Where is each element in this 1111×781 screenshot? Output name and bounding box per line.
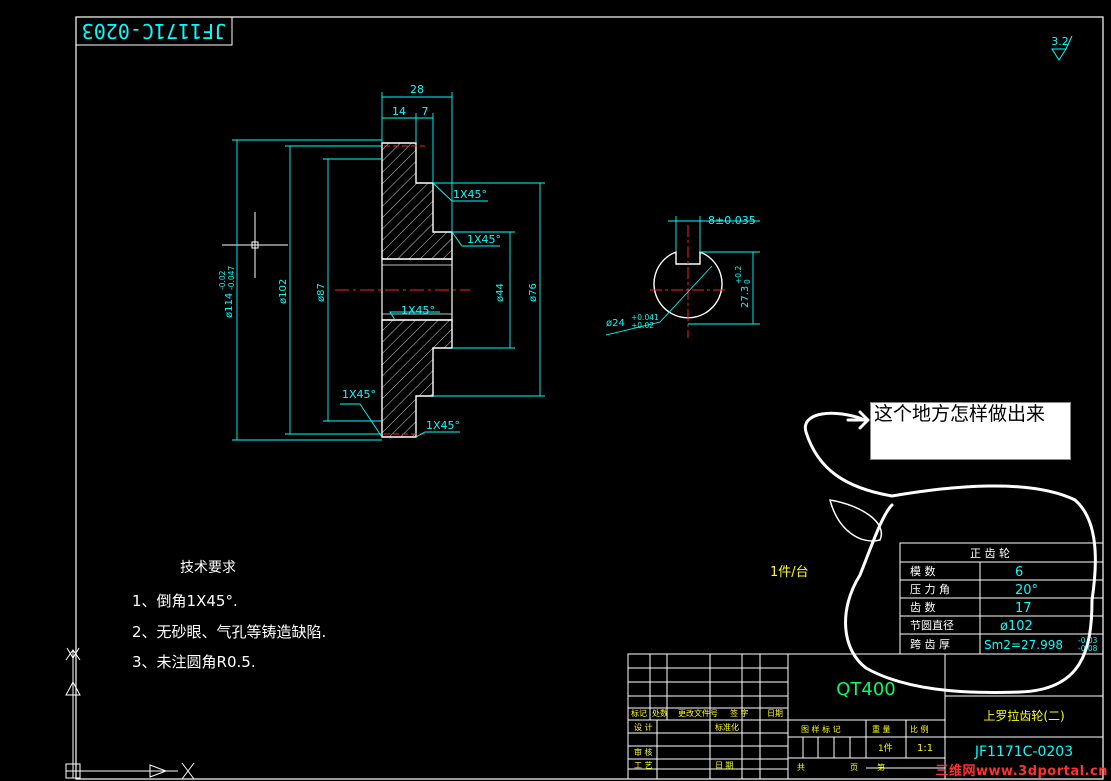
tech-requirements-title: 技术要求 bbox=[180, 560, 236, 576]
title-row-label-date: 日期 bbox=[767, 709, 783, 718]
title-stage-mark: 图 样 标 记 bbox=[801, 724, 841, 734]
ucs-axis-icon bbox=[65, 647, 195, 780]
hand-drawn-annotation bbox=[803, 410, 1097, 694]
title-scale: 1:1 bbox=[917, 743, 933, 754]
gear-row-label-span: 跨 齿 厚 bbox=[910, 638, 950, 651]
upper-section-hatch bbox=[381, 142, 453, 260]
title-scale-label: 比 例 bbox=[910, 724, 929, 734]
title-designer: 设 计 bbox=[634, 722, 653, 732]
gear-row-tol-lower: -0.08 bbox=[1078, 644, 1098, 653]
dim-dia44: ø44 bbox=[495, 283, 506, 302]
title-sheet: 页 bbox=[850, 763, 858, 772]
dim-dia114-tol-lower: -0.047 bbox=[227, 266, 236, 290]
dim-keyway-tol-upper: +0.2 bbox=[734, 266, 743, 284]
dim-bore-dia: ø24 bbox=[606, 318, 625, 329]
dim-dia87: ø87 bbox=[316, 283, 327, 302]
roughness-value: 3.2 bbox=[1051, 35, 1069, 48]
title-row-label-sign: 签 字 bbox=[730, 708, 749, 718]
title-date: 日 期 bbox=[715, 761, 734, 770]
keyway-section-view: 8±0.035 ø24 +0.041 +0.02 27.3 +0.2 0 bbox=[605, 214, 760, 338]
gear-table-title: 正 齿 轮 bbox=[970, 546, 1010, 560]
dimension-lines bbox=[232, 92, 545, 441]
dim-bore-tol-upper: +0.041 bbox=[631, 313, 659, 322]
title-row-label-mark: 标记 bbox=[631, 708, 647, 718]
gear-row-value-span: Sm2=27.998 bbox=[984, 638, 1063, 652]
hand-drawn-loop bbox=[803, 411, 1097, 694]
quantity-note: 1件/台 bbox=[770, 565, 809, 580]
gear-row-label-module: 模 数 bbox=[910, 565, 936, 578]
dim-dia114-tol-upper: -0.02 bbox=[218, 270, 227, 290]
title-standardize: 标准化 bbox=[715, 722, 739, 732]
gear-row-value-pressure-angle: 20° bbox=[1015, 583, 1038, 598]
drawing-number-box: JF1171C-0203 bbox=[75, 16, 233, 46]
title-drawing-no: JF1171C-0203 bbox=[974, 744, 1073, 760]
hand-drawn-leaf bbox=[829, 499, 883, 542]
title-checker: 审 核 bbox=[634, 747, 653, 757]
title-row-label-change-doc: 更改文件号 bbox=[678, 708, 718, 718]
hand-drawn-arrow bbox=[846, 410, 870, 430]
gear-row-label-pressure-angle: 压 力 角 bbox=[910, 583, 950, 596]
dim-chamfer-3: 1X45° bbox=[401, 304, 435, 317]
title-row-label-count: 处数 bbox=[652, 708, 668, 718]
gear-row-label-teeth: 齿 数 bbox=[910, 601, 936, 614]
dim-14: 14 bbox=[392, 105, 406, 118]
bore-outline bbox=[653, 250, 723, 319]
gear-row-value-module: 6 bbox=[1015, 565, 1023, 580]
title-block: QT400 上罗拉齿轮(二) JF1171C-0203 标记 处数 更改文件号 … bbox=[627, 653, 1104, 780]
drawing-number-box-text: JF1171C-0203 bbox=[82, 19, 227, 43]
dim-chamfer-5: 1X45° bbox=[426, 419, 460, 432]
dimension-texts: 28 14 7 1X45° 1X45° 1X45° 1X45° 1X45° ø1… bbox=[218, 83, 539, 432]
dim-chamfer-1: 1X45° bbox=[453, 188, 487, 201]
dim-dia114: ø114 bbox=[224, 293, 235, 318]
tech-requirement-3: 3、未注圆角R0.5. bbox=[132, 653, 256, 671]
title-qty: 1件 bbox=[878, 742, 893, 754]
gear-section-view bbox=[222, 142, 470, 438]
question-callout: 这个地方怎样做出来 bbox=[870, 402, 1071, 460]
tech-requirements: 技术要求 1、倒角1X45°. 2、无砂眼、气孔等铸造缺陷. 3、未注圆角R0.… bbox=[132, 560, 326, 671]
dim-28: 28 bbox=[410, 83, 424, 96]
dim-keyway-tol-lower: 0 bbox=[743, 279, 752, 284]
gear-row-value-pitch-dia: ø102 bbox=[1000, 619, 1033, 634]
gear-parameter-table: 正 齿 轮 模 数 6 压 力 角 20° 齿 数 17 节圆直径 ø102 跨… bbox=[899, 542, 1104, 655]
title-sheet-no: 第 bbox=[877, 762, 885, 772]
title-material: QT400 bbox=[836, 679, 896, 700]
dim-bore-tol-lower: +0.02 bbox=[631, 321, 654, 330]
title-weight: 重 量 bbox=[872, 724, 891, 734]
dim-keyway-width: 8±0.035 bbox=[708, 214, 756, 227]
dim-chamfer-2: 1X45° bbox=[467, 233, 501, 246]
gear-row-label-pitch-dia: 节圆直径 bbox=[910, 618, 954, 632]
roughness-symbol: 3.2 bbox=[1051, 35, 1073, 61]
dim-dia76: ø76 bbox=[528, 283, 539, 302]
dim-keyway-depth: 27.3 bbox=[740, 286, 751, 308]
tech-requirement-1: 1、倒角1X45°. bbox=[132, 592, 238, 610]
title-part-name: 上罗拉齿轮(二) bbox=[983, 708, 1064, 723]
drawing-frame bbox=[75, 16, 1104, 780]
title-process: 工 艺 bbox=[634, 761, 653, 770]
watermark: 三维网www.3dportal.cn bbox=[935, 764, 1108, 779]
dim-dia102: ø102 bbox=[278, 279, 289, 304]
dim-7: 7 bbox=[422, 105, 429, 118]
dim-chamfer-4: 1X45° bbox=[342, 388, 376, 401]
tech-requirement-2: 2、无砂眼、气孔等铸造缺陷. bbox=[132, 623, 326, 641]
gear-row-value-teeth: 17 bbox=[1015, 601, 1032, 616]
title-sheet-total: 共 bbox=[797, 763, 805, 772]
